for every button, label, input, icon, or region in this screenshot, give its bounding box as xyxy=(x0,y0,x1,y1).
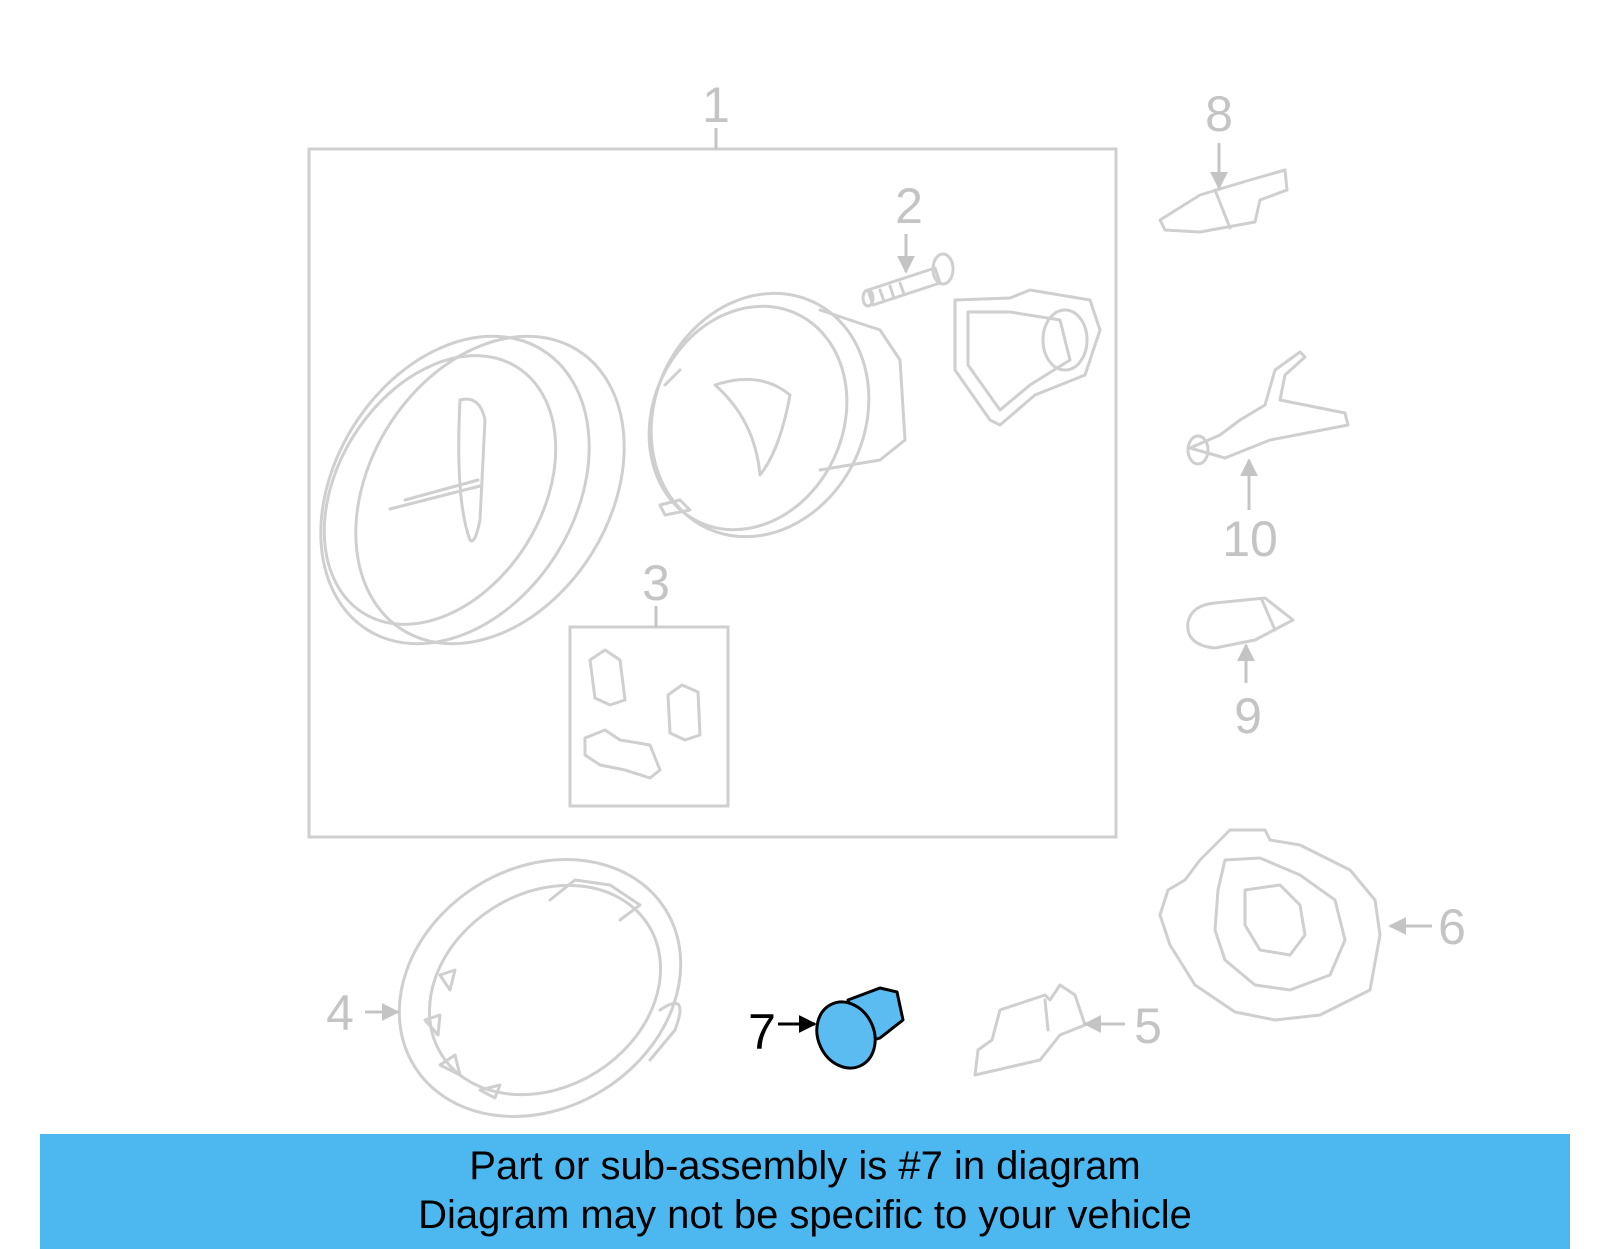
assembly-1-group: 1 2 xyxy=(307,77,1118,839)
headlamp-housing-drawing xyxy=(647,291,907,539)
callout-1: 1 xyxy=(702,77,730,133)
part-5-drawing xyxy=(973,983,1087,1077)
callout-9: 9 xyxy=(1234,688,1262,744)
callout-2: 2 xyxy=(895,178,923,234)
part-10-drawing xyxy=(1186,350,1350,466)
banner-line-1: Part or sub-assembly is #7 in diagram xyxy=(469,1144,1141,1188)
part-3-clips-drawing xyxy=(583,648,702,780)
part-2-screw-drawing xyxy=(861,252,955,308)
callout-6: 6 xyxy=(1438,899,1466,955)
callout-7: 7 xyxy=(748,1004,776,1060)
headlamp-lens-drawing xyxy=(319,334,626,646)
part-8-drawing xyxy=(1158,168,1289,234)
headlamp-bracket-drawing xyxy=(953,288,1102,427)
callout-10: 10 xyxy=(1222,511,1278,567)
part-7-highlighted-drawing[interactable] xyxy=(806,986,905,1078)
part-4-bezel-drawing xyxy=(397,858,683,1118)
part-9-bulb-drawing xyxy=(1186,596,1295,650)
assembly-1-frame xyxy=(307,147,1118,839)
info-banner: Part or sub-assembly is #7 in diagram Di… xyxy=(40,1134,1570,1249)
part-3-box xyxy=(568,625,730,808)
callout-5: 5 xyxy=(1134,998,1162,1054)
callout-8: 8 xyxy=(1205,86,1233,142)
banner-line-2: Diagram may not be specific to your vehi… xyxy=(418,1193,1192,1237)
callout-4: 4 xyxy=(326,985,354,1041)
part-6-drawing xyxy=(1158,828,1382,1022)
callout-3: 3 xyxy=(642,555,670,611)
